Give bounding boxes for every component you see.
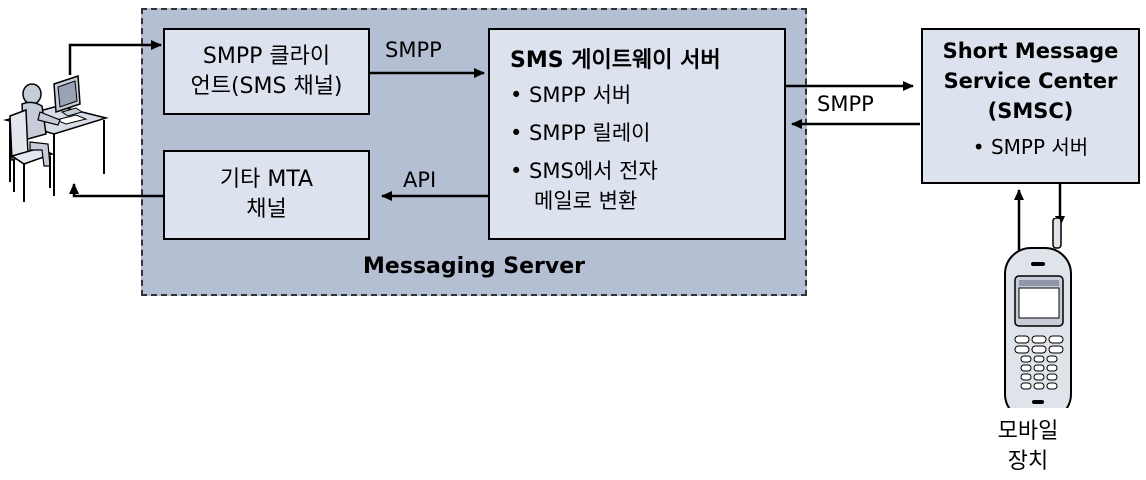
smsc-title-3: (SMSC) xyxy=(987,99,1074,123)
smsc-title-2: Service Center xyxy=(943,69,1118,93)
smsc-bullet: • SMPP 서버 xyxy=(972,135,1089,159)
gateway-bullet-3: • SMS에서 전자 xyxy=(510,159,658,183)
edge-label-client-gateway: SMPP xyxy=(385,38,442,62)
mobile-phone-icon xyxy=(1004,218,1072,408)
sms-gateway-node: SMS 게이트웨이 서버 • SMPP 서버 • SMPP 릴레이 • SMS에… xyxy=(488,28,786,240)
other-mta-node: 기타 MTA 채널 xyxy=(163,150,370,240)
arrow-mta-to-user xyxy=(69,183,163,198)
smpp-client-line1: SMPP 클라이 xyxy=(202,43,331,69)
mobile-label-1: 모바일 xyxy=(997,419,1059,444)
messaging-server-label: Messaging Server xyxy=(363,254,585,279)
user-at-computer-icon xyxy=(3,74,109,202)
gateway-bullet-3-cont: 메일로 변환 xyxy=(534,189,638,213)
other-mta-line1: 기타 MTA xyxy=(219,167,314,192)
smpp-client-node: SMPP 클라이 언트(SMS 채널) xyxy=(163,28,370,115)
gateway-bullet-1: • SMPP 서버 xyxy=(510,83,632,107)
smsc-title-1: Short Message xyxy=(942,39,1119,63)
smpp-client-line2: 언트(SMS 채널) xyxy=(190,73,343,99)
gateway-title: SMS 게이트웨이 서버 xyxy=(510,48,721,73)
arrow-user-to-client xyxy=(68,40,162,75)
edge-label-gateway-smsc: SMPP xyxy=(817,92,874,116)
edge-label-gateway-mta: API xyxy=(403,168,437,192)
smsc-node: Short Message Service Center (SMSC) • SM… xyxy=(921,28,1140,184)
gateway-bullet-2: • SMPP 릴레이 xyxy=(510,121,651,145)
other-mta-line2: 채널 xyxy=(246,197,287,222)
mobile-label-2: 장치 xyxy=(1007,449,1049,474)
